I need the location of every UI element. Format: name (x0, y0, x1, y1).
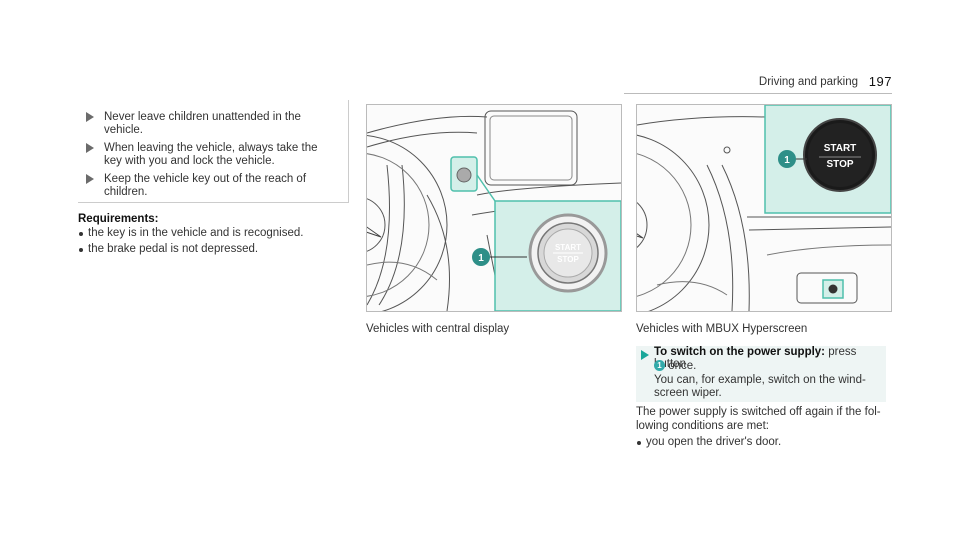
callout-1: 1 (478, 253, 484, 264)
figure1-caption: Vehicles with central display (366, 323, 510, 335)
warning-line: Keep the vehicle key out of the reach of (104, 173, 307, 185)
requirement-item: the key is in the vehicle and is recogni… (79, 227, 304, 239)
stop-label: STOP (826, 159, 853, 170)
page-number: 197 (868, 74, 892, 89)
figure-central-display: START STOP 1 (366, 104, 622, 312)
bullet-icon (637, 441, 641, 445)
callout-badge: 1 (654, 360, 665, 372)
requirement-text: the key is in the vehicle and is recogni… (88, 227, 304, 239)
warning-line: children. (104, 186, 148, 198)
dashboard-illustration: START STOP 1 (637, 105, 891, 311)
condition-text: you open the driver's door. (646, 436, 782, 448)
figure2-caption: Vehicles with MBUX Hyperscreen (636, 323, 808, 335)
figure-mbux-hyperscreen: START STOP 1 (636, 104, 892, 312)
warning-box: Never leave children unattended in the v… (78, 100, 349, 203)
arrow-icon (641, 350, 649, 360)
page-header: Driving and parking 197 (624, 74, 892, 92)
warning-item: Never leave children unattended in the v… (86, 111, 334, 137)
warning-item: When leaving the vehicle, always take th… (86, 142, 334, 168)
step-line: 1 once. (654, 360, 696, 372)
section-title: Driving and parking (758, 76, 858, 88)
arrow-icon (86, 112, 94, 122)
step-note: You can, for example, switch on the wind… (654, 374, 866, 386)
bullet-icon (79, 248, 83, 252)
step-once: once. (668, 360, 697, 372)
arrow-icon (86, 174, 94, 184)
warning-item: Keep the vehicle key out of the reach of… (86, 173, 334, 199)
warning-line: key with you and lock the vehicle. (104, 155, 275, 167)
requirement-text: the brake pedal is not depressed. (88, 243, 259, 255)
requirement-item: the brake pedal is not depressed. (79, 243, 259, 255)
step-title: To switch on the power supply: (654, 346, 826, 358)
header-rule (624, 93, 892, 94)
instruction-step: To switch on the power supply: press but… (636, 346, 886, 402)
requirements-title: Requirements: (78, 213, 159, 225)
arrow-icon (86, 143, 94, 153)
step-note: screen wiper. (654, 387, 722, 399)
warning-line: When leaving the vehicle, always take th… (104, 142, 318, 154)
callout-1: 1 (784, 155, 790, 166)
warning-line: Never leave children unattended in the (104, 111, 301, 123)
start-label: START (555, 243, 581, 252)
paragraph-line: lowing conditions are met: (636, 420, 769, 432)
start-label: START (824, 143, 857, 154)
stop-label: STOP (557, 255, 579, 264)
dashboard-illustration: START STOP 1 (367, 110, 621, 311)
warning-line: vehicle. (104, 124, 143, 136)
paragraph-line: The power supply is switched off again i… (636, 406, 881, 418)
bullet-icon (79, 232, 83, 236)
condition-item: you open the driver's door. (637, 436, 782, 448)
